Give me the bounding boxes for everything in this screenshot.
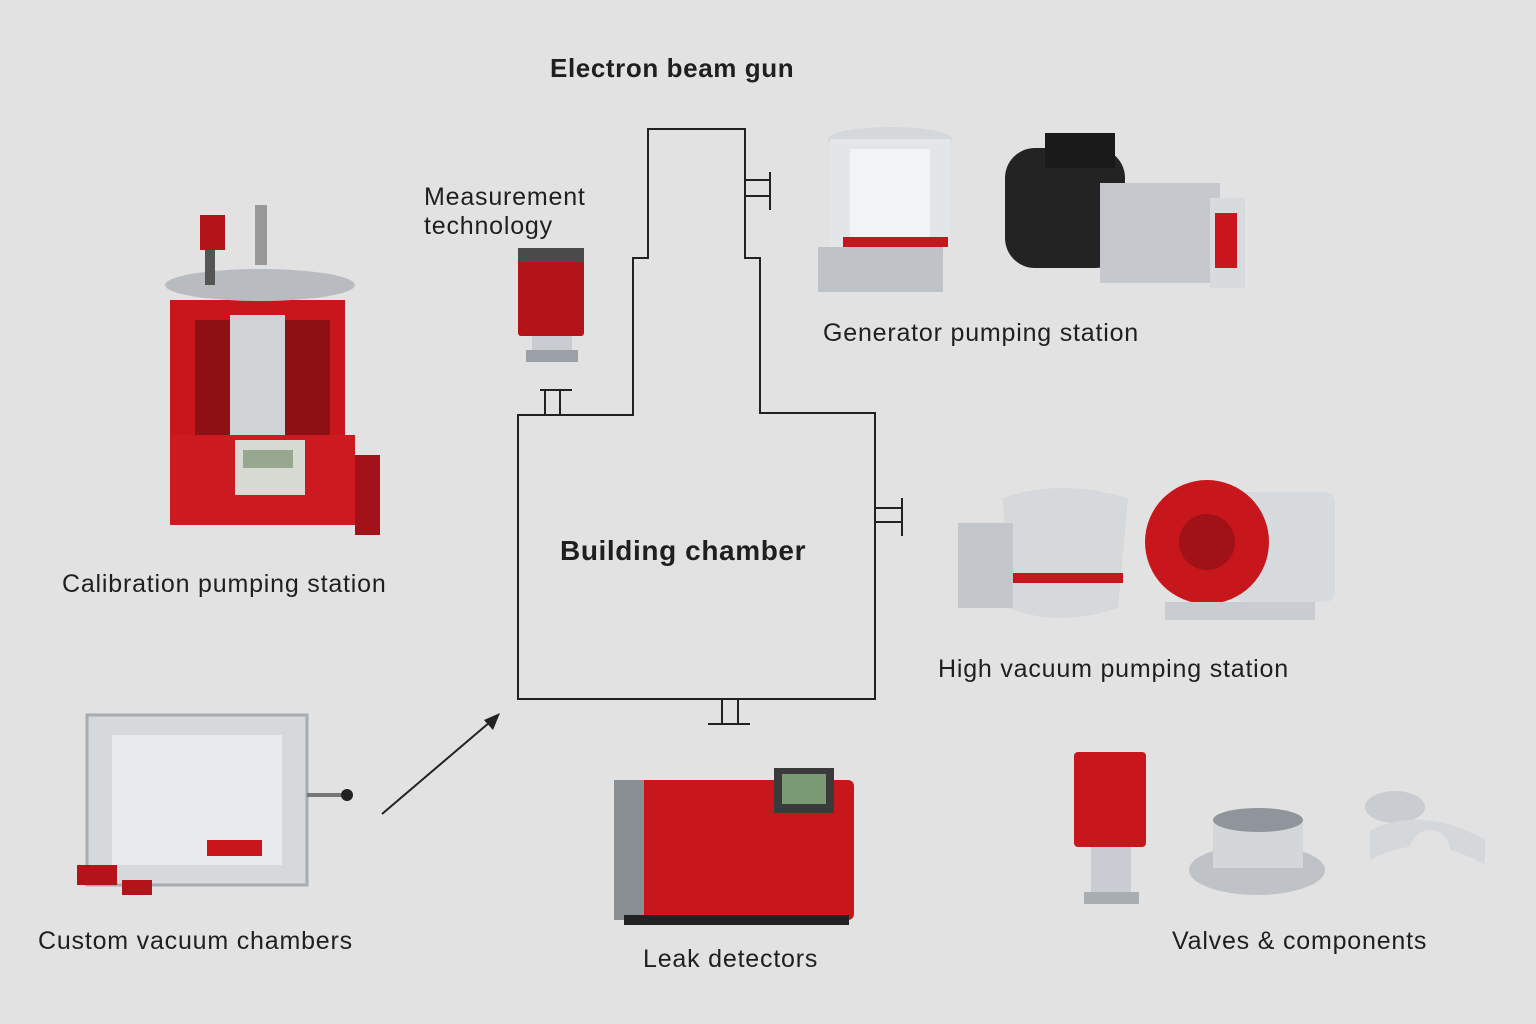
electron-beam-gun-label: Electron beam gun (550, 53, 795, 83)
valve-icon (1074, 752, 1146, 904)
custom-vacuum-chambers-label: Custom vacuum chambers (38, 927, 353, 955)
building-chamber-label: Building chamber (560, 535, 807, 566)
bottom-port (708, 699, 750, 725)
valves-components-label: Valves & components (1172, 927, 1428, 955)
gun-port (745, 172, 771, 210)
high-vacuum-turbo-pump-icon (958, 488, 1128, 618)
measurement-technology-label-line1: Measurement (424, 183, 586, 211)
pumping-port (875, 498, 903, 536)
arrow (381, 713, 500, 815)
measurement-technology-label-line2: technology (424, 212, 553, 240)
chamber-outline (517, 128, 876, 700)
calibration-pumping-station-icon (165, 205, 380, 535)
scroll-pump-icon (1145, 480, 1335, 620)
generator-pumping-station-label: Generator pumping station (823, 319, 1140, 347)
rotary-vane-pump-icon (1005, 133, 1245, 288)
leak-detectors-label: Leak detectors (643, 945, 819, 973)
measurement-gauge-icon (518, 248, 584, 362)
measurement-port (540, 389, 572, 415)
vacuum-chamber-icon (77, 713, 353, 895)
flange-icon (1189, 808, 1325, 895)
calibration-pumping-station-label: Calibration pumping station (62, 570, 387, 598)
high-vacuum-pumping-station-label: High vacuum pumping station (938, 655, 1289, 683)
leak-detector-icon (614, 768, 854, 925)
clamp-icon (1365, 791, 1485, 870)
turbo-pump-icon (818, 127, 952, 292)
